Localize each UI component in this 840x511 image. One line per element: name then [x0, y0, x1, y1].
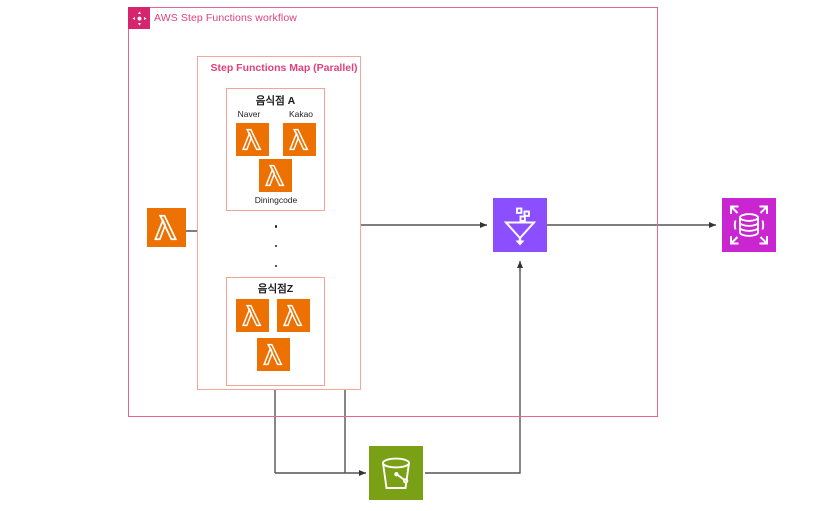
dynamodb-icon[interactable] — [722, 198, 776, 252]
diningcode-label: Diningcode — [254, 195, 298, 205]
lambda-icon-trigger[interactable] — [147, 208, 186, 247]
step-functions-icon — [128, 7, 150, 29]
step-functions-workflow-boundary — [128, 7, 658, 417]
lambda-icon-z-2[interactable] — [277, 299, 310, 332]
glue-funnel-icon[interactable] — [493, 198, 547, 252]
lambda-icon-diningcode[interactable] — [259, 159, 292, 192]
naver-label: Naver — [237, 109, 261, 119]
s3-bucket-icon[interactable] — [369, 446, 423, 500]
kakao-label: Kakao — [288, 109, 314, 119]
workflow-label: AWS Step Functions workflow — [154, 12, 297, 24]
lambda-icon-kakao[interactable] — [283, 123, 316, 156]
ellipsis-dots — [270, 225, 282, 267]
ellipsis-dot — [274, 244, 278, 248]
lambda-icon-z-1[interactable] — [236, 299, 269, 332]
restaurant-z-title: 음식점Z — [257, 283, 294, 295]
ellipsis-dot — [274, 264, 278, 267]
lambda-icon-z-3[interactable] — [257, 338, 290, 371]
restaurant-a-title: 음식점 A — [255, 95, 296, 107]
lambda-icon-naver[interactable] — [236, 123, 269, 156]
ellipsis-dot — [274, 225, 278, 228]
map-group-title: Step Functions Map (Parallel) — [210, 62, 358, 74]
